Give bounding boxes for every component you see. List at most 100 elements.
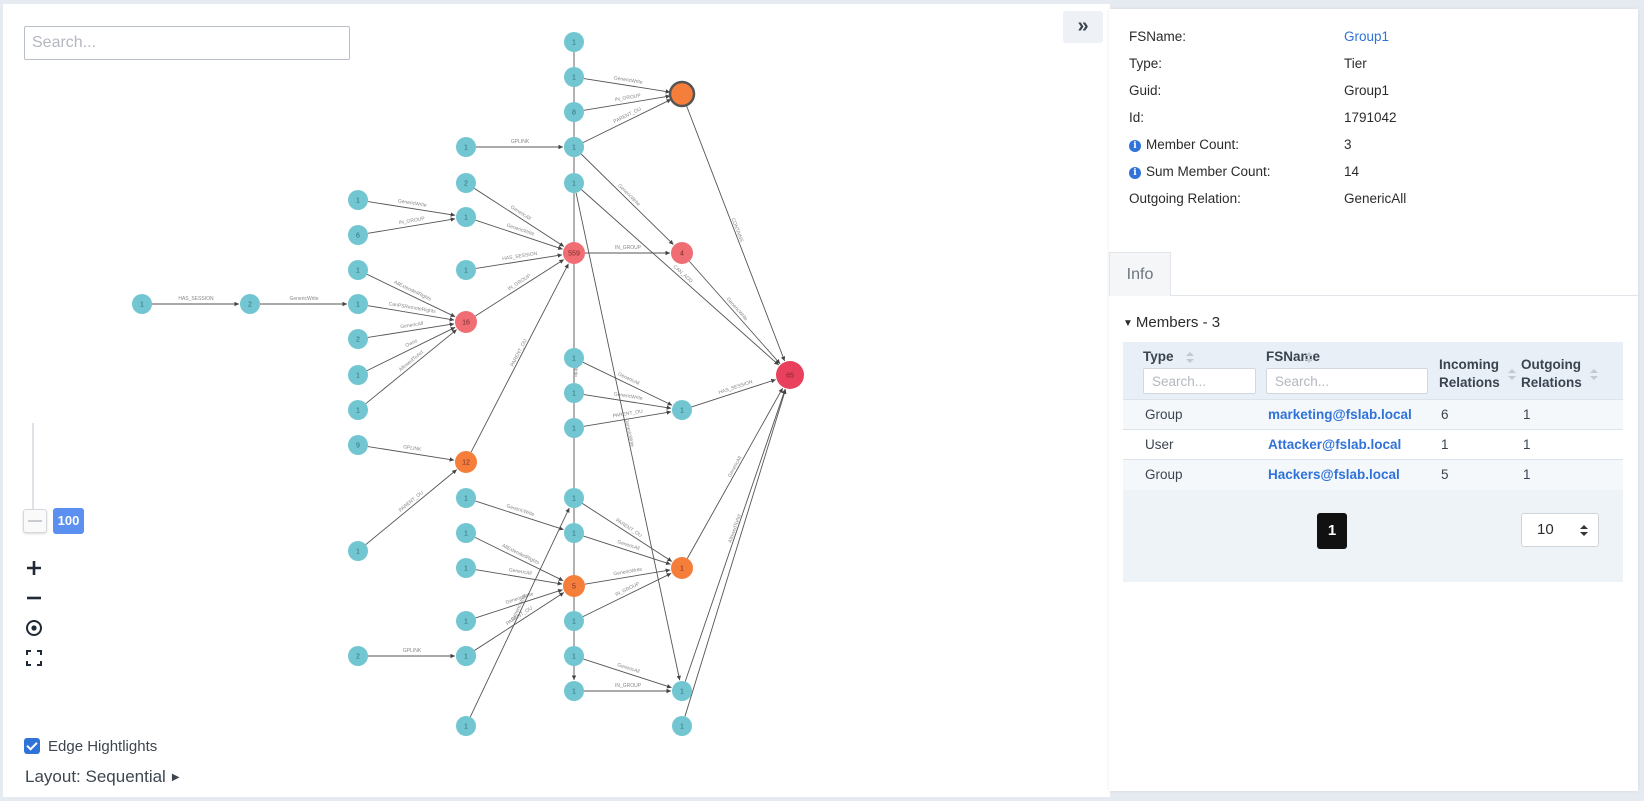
graph-node[interactable]: 1 <box>564 488 584 508</box>
graph-edge[interactable] <box>474 188 565 247</box>
column-header[interactable]: Type <box>1143 348 1174 366</box>
graph-node[interactable]: 1 <box>456 611 476 631</box>
member-name-link[interactable]: marketing@fslab.local <box>1268 407 1412 422</box>
graph-edge[interactable] <box>367 322 455 338</box>
graph-node[interactable]: 2 <box>348 646 368 666</box>
graph-edge[interactable] <box>367 305 455 322</box>
graph-node[interactable]: 1 <box>348 365 368 385</box>
graph-edge[interactable] <box>684 389 787 717</box>
graph-node[interactable]: 1 <box>456 523 476 543</box>
graph-node[interactable]: 559 <box>563 242 585 264</box>
graph-node[interactable]: 1 <box>564 348 584 368</box>
zoom-in-icon[interactable] <box>23 557 45 579</box>
graph-node[interactable]: 1 <box>671 557 693 579</box>
graph-edge[interactable] <box>469 507 570 718</box>
graph-edge[interactable] <box>475 588 563 619</box>
graph-edge[interactable] <box>583 78 671 94</box>
center-focus-icon[interactable] <box>23 617 45 639</box>
graph-node[interactable]: 1 <box>564 137 584 157</box>
graph-node[interactable]: 1 <box>564 681 584 701</box>
edge-highlights-checkbox[interactable] <box>24 738 40 754</box>
graph-edge[interactable] <box>365 469 458 545</box>
graph-edge[interactable] <box>582 361 673 406</box>
collapse-panel-button[interactable]: » <box>1063 11 1103 43</box>
graph-edge[interactable] <box>581 189 780 366</box>
fit-screen-icon[interactable] <box>23 647 45 669</box>
graph-node[interactable]: 1 <box>672 681 692 701</box>
graph-node[interactable]: 1 <box>564 523 584 543</box>
graph-node[interactable]: 1 <box>564 383 584 403</box>
sort-icon[interactable] <box>1508 369 1516 381</box>
graph-search-input[interactable] <box>24 26 350 60</box>
graph-edge[interactable] <box>583 94 671 111</box>
graph-node[interactable]: 2 <box>456 173 476 193</box>
graph-edge[interactable] <box>685 104 786 362</box>
graph-node[interactable]: 65 <box>776 361 804 389</box>
graph-edge[interactable] <box>583 410 672 427</box>
graph-edge[interactable] <box>686 387 784 559</box>
graph-node[interactable]: 12 <box>455 451 477 473</box>
members-toggle[interactable]: ▼Members - 3 <box>1123 314 1220 331</box>
graph-node[interactable]: 4 <box>671 242 693 264</box>
graph-node[interactable]: 16 <box>455 311 477 333</box>
graph-node[interactable]: 1 <box>456 488 476 508</box>
edge-highlights-toggle[interactable]: Edge Hightlights <box>24 736 157 756</box>
graph-edge[interactable] <box>582 503 673 562</box>
graph-node[interactable]: 1 <box>672 716 692 736</box>
sort-icon[interactable] <box>1186 352 1194 364</box>
info-icon[interactable]: i <box>1129 167 1141 179</box>
graph-edge[interactable] <box>475 219 563 250</box>
graph-node[interactable]: 9 <box>348 435 368 455</box>
property-value-link[interactable]: Group1 <box>1344 29 1390 44</box>
graph-node[interactable]: 2 <box>240 294 260 314</box>
member-name-link[interactable]: Attacker@fslab.local <box>1268 437 1402 452</box>
graph-edge[interactable] <box>365 329 457 405</box>
graph-edge[interactable] <box>684 389 786 682</box>
graph-edge[interactable] <box>367 217 456 234</box>
graph-node[interactable]: 1 <box>348 541 368 561</box>
graph-node[interactable]: 1 <box>456 137 476 157</box>
graph-edge[interactable] <box>475 569 563 586</box>
graph-node[interactable] <box>668 80 696 108</box>
sort-icon[interactable] <box>1590 369 1598 381</box>
zoom-slider-track[interactable] <box>32 423 34 513</box>
graph-node[interactable]: 1 <box>564 418 584 438</box>
graph-node[interactable]: 1 <box>348 294 368 314</box>
graph-node[interactable]: 1 <box>564 67 584 87</box>
graph-edge[interactable] <box>583 535 671 566</box>
graph-node[interactable]: 8 <box>564 102 584 122</box>
sort-icon[interactable] <box>1305 352 1313 364</box>
graph-node[interactable]: 1 <box>348 190 368 210</box>
graph-edge[interactable] <box>366 273 456 318</box>
graph-node[interactable]: 6 <box>348 225 368 245</box>
graph-node[interactable]: 2 <box>348 329 368 349</box>
graph-edge[interactable] <box>470 263 569 453</box>
graph-node[interactable]: 1 <box>456 646 476 666</box>
graph-node[interactable]: 5 <box>563 575 585 597</box>
page-size-select[interactable]: 10 <box>1521 513 1599 547</box>
graph-edge[interactable] <box>584 568 671 585</box>
graph-edge[interactable] <box>475 253 563 269</box>
tab-info[interactable]: Info <box>1109 252 1171 296</box>
member-name-link[interactable]: Hackers@fslab.local <box>1268 467 1400 482</box>
layout-selector[interactable]: Layout: Sequential▶ <box>25 767 180 787</box>
graph-node[interactable]: 1 <box>564 173 584 193</box>
graph-node[interactable]: 1 <box>348 400 368 420</box>
graph-node[interactable]: 1 <box>564 32 584 52</box>
graph-edge[interactable] <box>582 98 672 143</box>
graph-node[interactable]: 1 <box>348 260 368 280</box>
graph-edge[interactable] <box>583 394 672 410</box>
fsname-search-input[interactable] <box>1266 368 1428 394</box>
graph-node[interactable]: 1 <box>456 716 476 736</box>
type-search-input[interactable] <box>1143 368 1256 394</box>
graph-node[interactable]: 1 <box>456 558 476 578</box>
info-icon[interactable]: i <box>1129 140 1141 152</box>
zoom-slider-handle[interactable] <box>23 509 47 533</box>
graph-edge[interactable] <box>688 260 781 365</box>
